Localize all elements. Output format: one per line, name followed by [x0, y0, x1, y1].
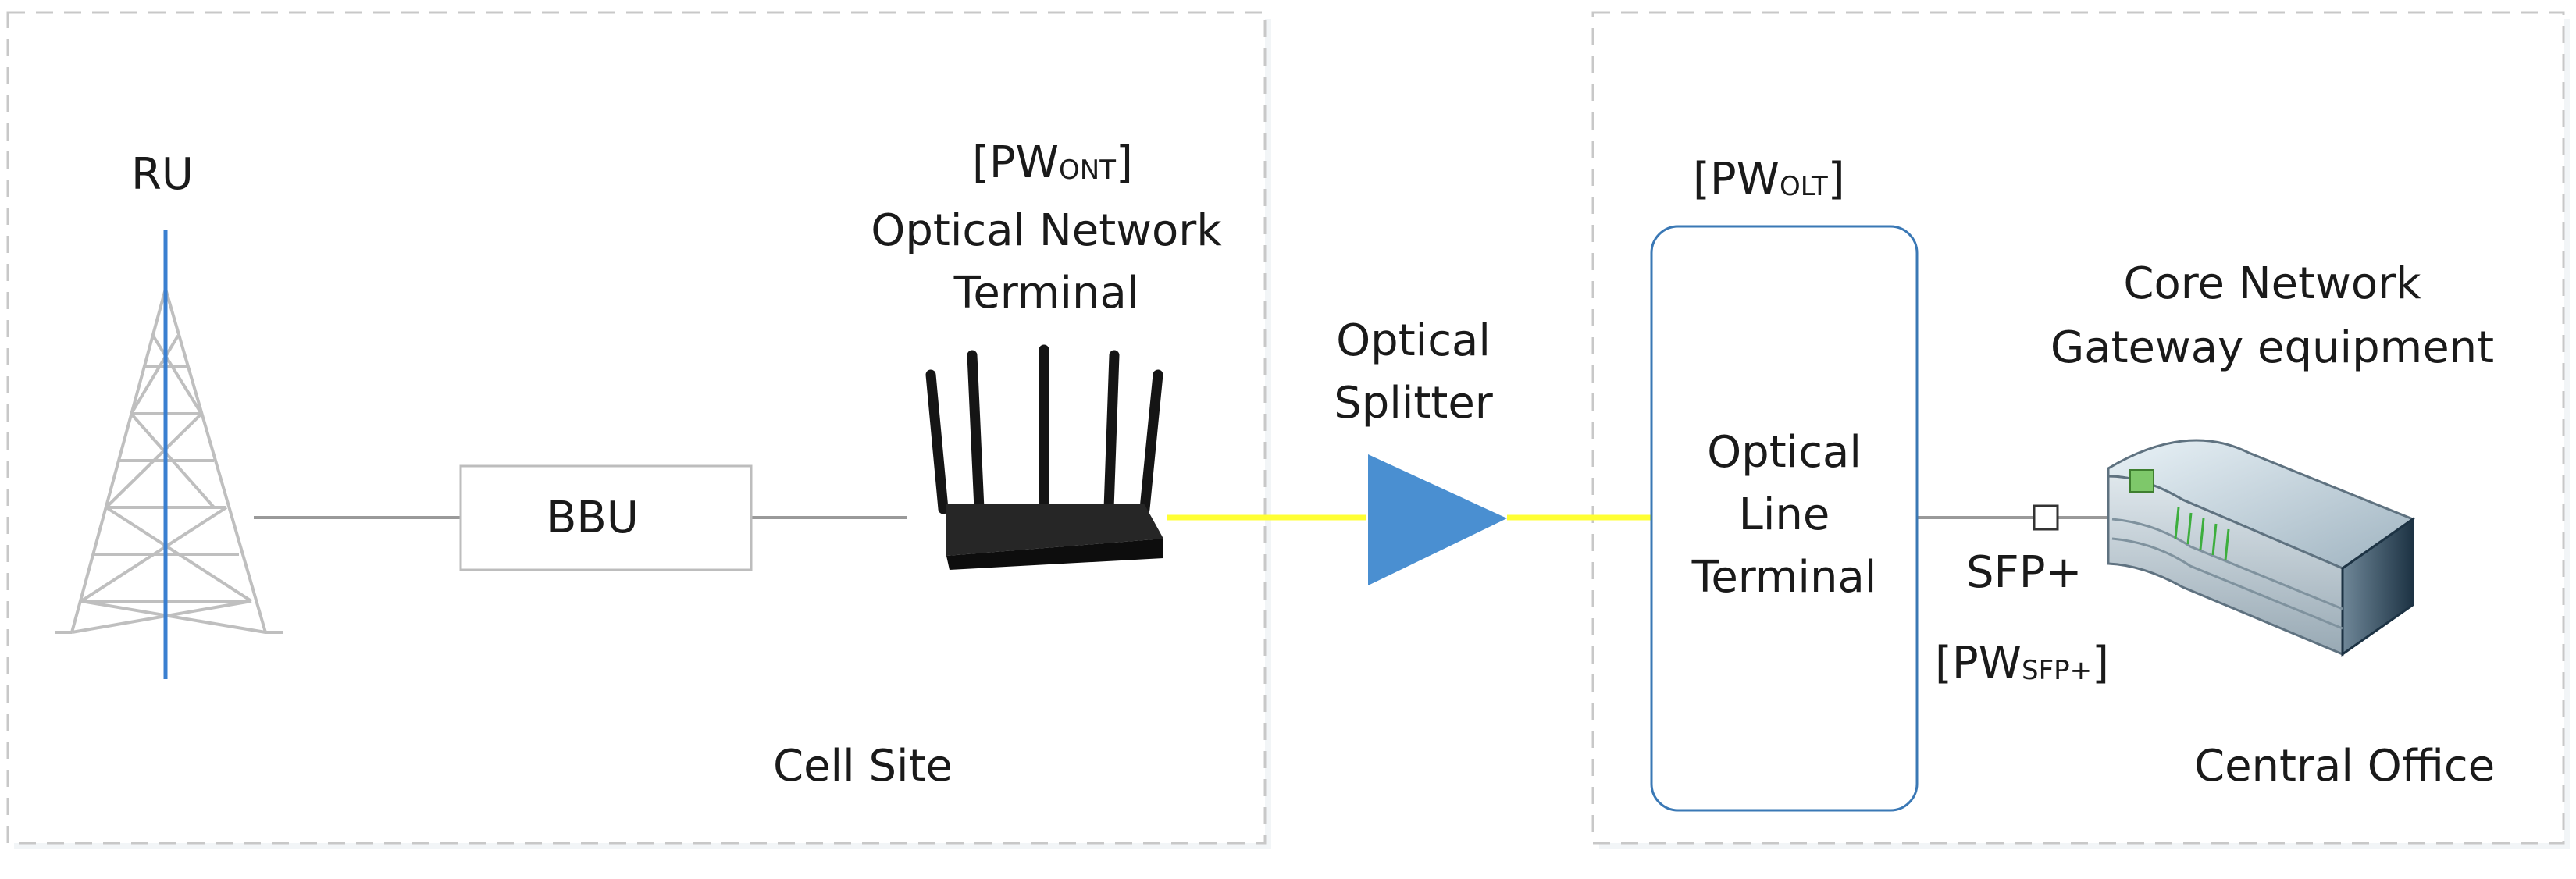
sfp-pw-label: [PWSFP+] [1935, 637, 2109, 697]
ru-label: RU [131, 149, 194, 200]
olt-name-line1: Optical [1707, 427, 1862, 478]
bbu-label: BBU [547, 493, 639, 543]
sfp-port-icon [2033, 504, 2059, 531]
olt-pw-close: ] [1827, 154, 1845, 205]
ont-pw-sub: ONT [1059, 155, 1116, 186]
ont-router-icon [925, 344, 1163, 570]
olt-pw-label: [PWOLT] [1693, 153, 1845, 213]
olt-name-line2: Line [1738, 489, 1830, 540]
ont-pw-label: [PWONT] [972, 137, 1133, 197]
olt-box [1650, 225, 1919, 812]
core-name-line1: Core Network [2123, 258, 2421, 309]
sfp-pw-open: [PW [1935, 638, 2022, 689]
olt-pw-open: [PW [1693, 154, 1780, 205]
ont-name-line2: Terminal [953, 268, 1139, 319]
splitter-name-line2: Splitter [1334, 378, 1493, 429]
ont-name-line1: Optical Network [871, 205, 1222, 256]
cell-site-region [6, 11, 1271, 849]
sfp-label: SFP+ [1966, 547, 2083, 598]
core-name-line2: Gateway equipment [2050, 322, 2495, 373]
sfp-pw-sub: SFP+ [2022, 655, 2093, 686]
ont-pw-open: [PW [972, 137, 1059, 188]
cell-site-label: Cell Site [773, 741, 953, 792]
core-gateway-icon [2107, 439, 2416, 657]
splitter-triangle-icon [1368, 454, 1507, 585]
central-office-label: Central Office [2194, 741, 2496, 792]
splitter-name-line1: Optical [1336, 315, 1491, 366]
ont-pw-close: ] [1115, 137, 1133, 188]
bbu-box [459, 464, 753, 571]
sfp-pw-close: ] [2092, 638, 2109, 689]
olt-pw-sub: OLT [1780, 171, 1828, 202]
olt-name-line3: Terminal [1691, 552, 1877, 603]
